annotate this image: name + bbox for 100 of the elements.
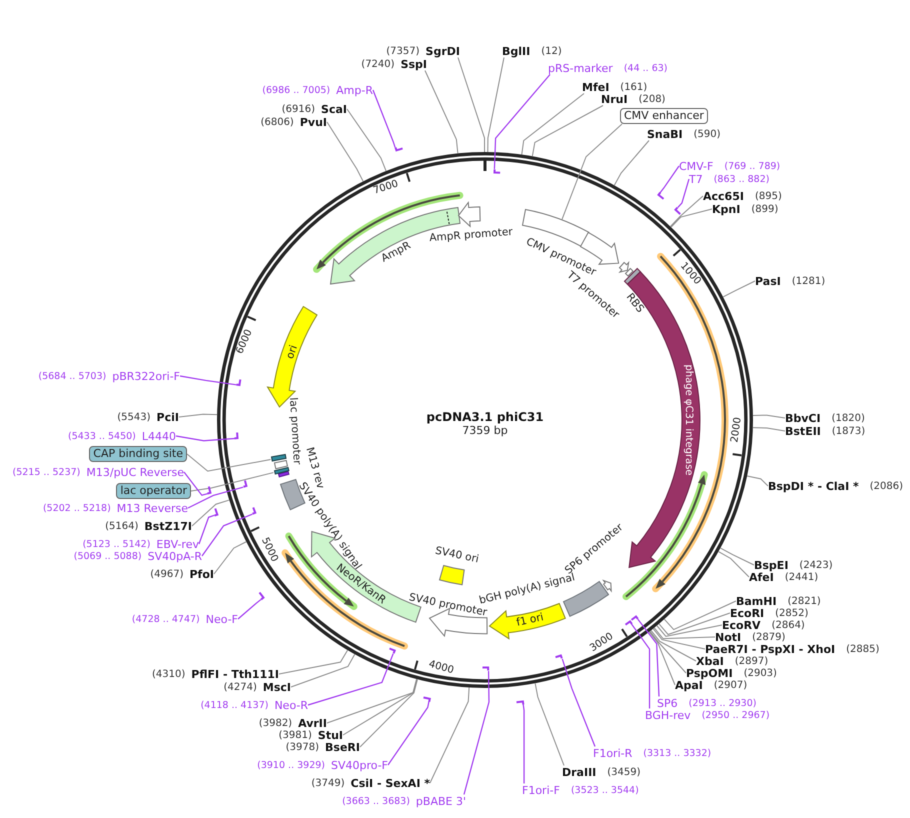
site-position: (899) [751,202,778,216]
leader-line [290,654,356,688]
enzyme-name: KpnI [712,202,740,216]
leader-line [192,500,230,526]
enzyme-name: StuI [318,728,343,742]
site-position: (3978) [286,740,320,754]
site-position: (2086) [870,480,904,492]
site-position: (2441) [784,572,818,584]
primer-range: (769 .. 789) [724,160,780,172]
leader-line [722,280,756,298]
enzyme-name: BstEII [785,424,821,438]
site-position: (2879) [752,630,786,644]
primer-name: L4440 [142,430,176,442]
primer-range: (3663 .. 3683) [342,794,410,808]
enzyme-name: ApaI [675,678,703,692]
enzyme-name: SnaBI [647,128,683,140]
site-position: (1873) [832,424,866,438]
leader-line [458,57,486,152]
plasmid-name: pcDNA3.1 phiC31 [426,410,544,424]
enzyme-name: BseRI [325,740,360,754]
leader-line [188,486,244,509]
enzyme-name: NotI [715,630,742,644]
primer-range: (5215 .. 5237) [12,466,80,478]
primer-range: (4118 .. 4137) [200,698,268,712]
site-position: (3981) [278,728,312,742]
leader-line [202,514,253,556]
primer-range: (3313 .. 3332) [643,746,712,760]
leader-line [186,454,272,472]
leader-line [494,74,550,170]
leader-line [720,548,754,566]
enzyme-name: NruI [601,92,628,106]
site-position: (2821) [788,594,821,608]
leader-line [658,612,730,636]
leader-line [184,472,208,496]
site-position: (2907) [714,680,748,692]
leader-line [278,650,348,674]
enzyme-name: AfeI [749,570,774,584]
leader-line [752,427,786,432]
tick-label: 4000 [426,658,455,678]
enzyme-name: PvuI [300,116,327,128]
tick-label: 5000 [258,536,280,564]
leader-line [372,90,396,148]
primer-name: CMV-F [679,160,714,172]
site-position: (6916) [282,102,316,116]
primer-range: (3523 .. 3544) [570,784,639,796]
leader-line [463,670,490,795]
primer-name: F1ori-F [522,784,560,796]
leader-line [677,178,690,208]
tick-label: 6000 [234,328,256,356]
enzyme-name: PspOMI [686,666,733,680]
leader-line [656,624,722,637]
leader-line [178,414,218,418]
primer-range: (4728 .. 4747) [132,612,200,626]
enzyme-name: PasI [755,274,781,288]
leader-line [521,93,584,156]
enzyme-name: PciI [156,410,179,424]
leader-line [652,628,706,650]
site-position: (1820) [832,412,865,424]
enzyme-name: XbaI [696,654,724,668]
site-position: (2897) [734,656,768,668]
primer-range: (863 .. 882) [714,172,770,186]
primer-name: T7 [689,172,703,186]
primer-name: EBV-rev [156,538,199,550]
leader-line [430,687,470,784]
leader-line [326,122,364,182]
leader-line [649,630,686,674]
leader-line [630,624,650,708]
enzyme-name: BspEI [754,558,788,572]
enzyme-name: BamHI [736,594,777,608]
leader-line [346,108,387,172]
site-position: (895) [754,190,782,202]
feature-tag: CAP binding site [89,446,187,462]
site-position: (7240) [361,58,395,70]
site-position: (2903) [744,666,777,680]
feature-label: lac promoter [287,397,304,466]
enzyme-name: BspDI * - ClaI * [768,480,859,492]
leader-line [637,618,660,697]
primer-name: Neo-R [274,698,308,712]
feature-label: SV40 ori [434,544,480,566]
site-position: (7357) [386,44,420,58]
site-position: (208) [638,92,666,106]
leader-line [176,435,235,442]
leader-line [180,375,237,386]
feature-label: phage φC31 integrase [682,364,694,476]
site-position: (2423) [799,558,833,572]
enzyme-name: PfoI [190,568,214,580]
primer-name: SV40pA-R [148,550,202,562]
leader-line [238,598,262,620]
primer-range: (5202 .. 5218) [42,502,111,514]
site-position: (2852) [775,606,808,620]
enzyme-name: DraIII [562,766,596,778]
enzyme-name: AvrII [298,716,327,730]
leader-line [654,627,716,640]
enzyme-name: CsiI - SexAI * [350,776,430,790]
leader-line [752,414,786,418]
primer-range: (44 .. 63) [624,62,668,74]
feature-tag: lac operator [116,483,191,499]
feature-tag: CMV enhancer [620,108,708,124]
primer-range: (3910 .. 3929) [257,758,325,772]
primer-name: pBABE 3' [416,794,466,808]
